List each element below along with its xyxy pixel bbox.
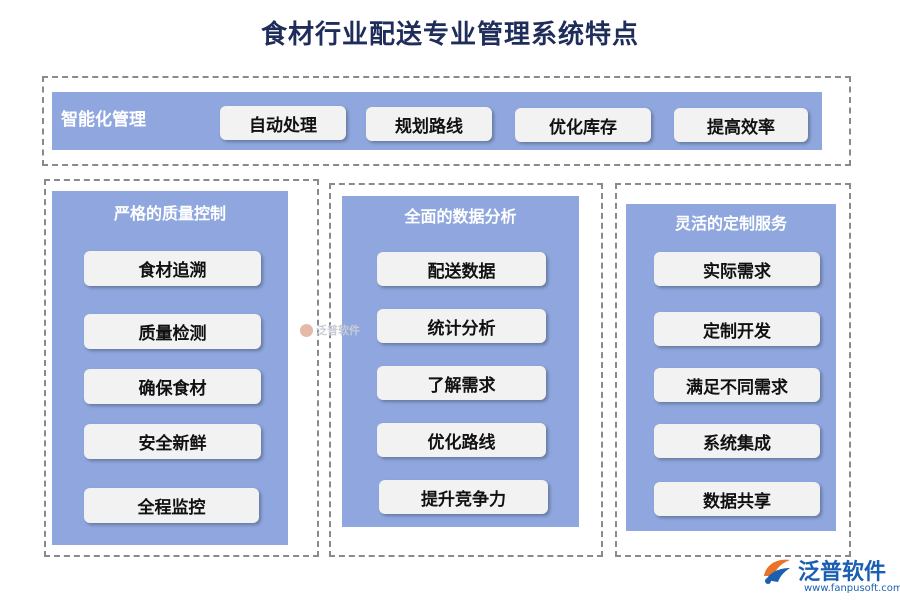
custom-item-develop: 定制开发	[654, 312, 820, 346]
custom-item-actual: 实际需求	[654, 252, 820, 286]
column-title-data: 全面的数据分析	[404, 207, 517, 226]
top-section-title: 智能化管理	[61, 110, 146, 130]
column-frame-custom	[615, 183, 851, 557]
column-frame-data	[329, 183, 603, 557]
data-item-statistics: 统计分析	[377, 309, 546, 343]
custom-item-meet: 满足不同需求	[654, 368, 820, 402]
data-item-delivery: 配送数据	[377, 252, 546, 286]
quality-item-inspection: 质量检测	[84, 314, 261, 349]
data-item-competitiveness: 提升竞争力	[379, 480, 548, 514]
data-item-route: 优化路线	[377, 423, 546, 457]
brand-logo: 泛普软件 www.fanpusoft.com	[760, 552, 900, 598]
quality-item-ensure: 确保食材	[84, 369, 261, 404]
data-item-demand: 了解需求	[377, 366, 546, 400]
quality-item-trace: 食材追溯	[84, 251, 261, 286]
quality-item-monitor: 全程监控	[84, 488, 259, 523]
watermark: 泛普软件	[300, 322, 360, 338]
column-title-quality: 严格的质量控制	[113, 204, 226, 223]
column-title-custom: 灵活的定制服务	[674, 214, 787, 233]
column-panel-data: 全面的数据分析	[342, 196, 579, 527]
top-chip-improve-efficiency: 提高效率	[674, 108, 808, 142]
page-title: 食材行业配送专业管理系统特点	[260, 20, 639, 50]
brand-logo-icon	[764, 559, 790, 584]
brand-logo-url: www.fanpusoft.com	[804, 583, 900, 594]
quality-item-fresh: 安全新鲜	[84, 424, 261, 459]
watermark-logo-icon	[300, 323, 313, 337]
top-chip-optimize-stock: 优化库存	[515, 108, 651, 142]
brand-logo-name: 泛普软件	[798, 560, 887, 585]
top-section-frame	[42, 76, 851, 166]
top-chip-auto-process: 自动处理	[220, 106, 346, 140]
watermark-text: 泛普软件	[316, 324, 360, 337]
custom-item-integration: 系统集成	[654, 424, 820, 458]
column-panel-quality: 严格的质量控制	[52, 191, 288, 545]
top-chip-plan-route: 规划路线	[366, 107, 492, 141]
custom-item-share: 数据共享	[654, 482, 820, 516]
column-frame-quality	[44, 179, 319, 557]
